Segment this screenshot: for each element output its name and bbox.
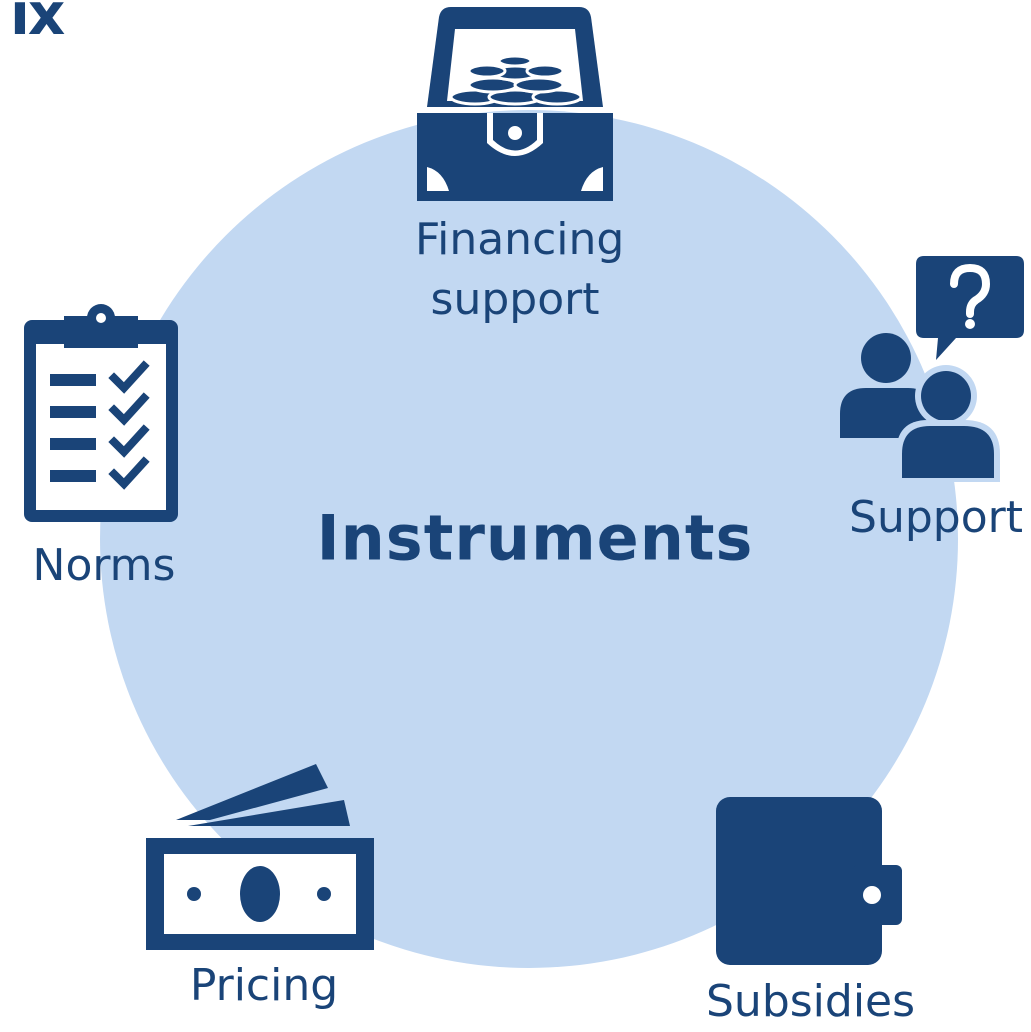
wallet-icon	[716, 797, 902, 965]
clipboard-checklist-icon	[24, 304, 178, 522]
support-label: Support	[849, 492, 1023, 543]
financing-label-line1: Financing	[415, 214, 625, 265]
norms-label: Norms	[32, 540, 176, 591]
treasure-chest-icon	[417, 7, 613, 201]
subsidies-label: Subsidies	[706, 976, 916, 1027]
financing-support-label: Financing support	[415, 210, 625, 330]
pricing-label: Pricing	[189, 960, 339, 1011]
diagram-title: Instruments	[316, 501, 754, 575]
people-question-icon	[840, 256, 1024, 482]
financing-label-line2: support	[430, 274, 600, 325]
cropped-heading-fragment: ix	[10, 0, 65, 48]
banknotes-icon	[146, 764, 374, 950]
